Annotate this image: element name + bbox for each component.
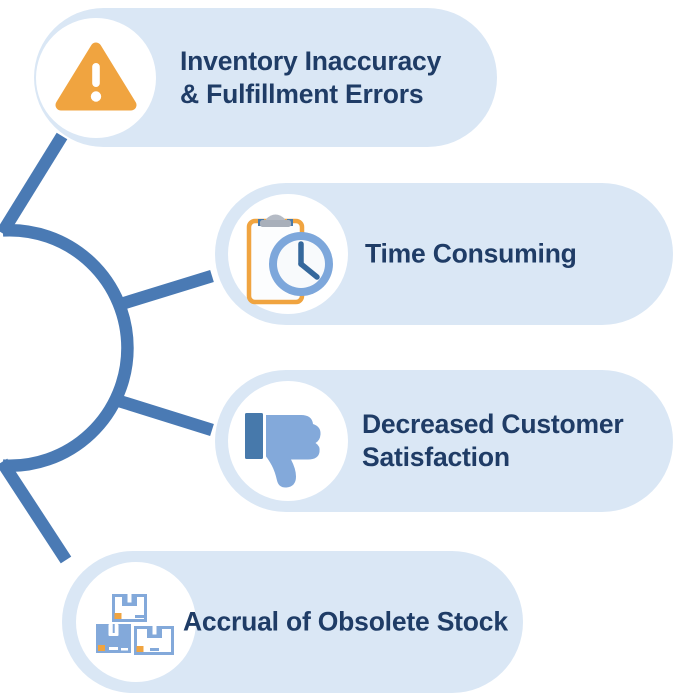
item-label: Inventory Inaccuracy & Fulfillment Error… [180, 45, 441, 111]
item-label-line: & Fulfillment Errors [180, 78, 424, 109]
box-bottom-right [134, 626, 174, 655]
item-label: Time Consuming [365, 238, 577, 271]
item-label-line: Inventory Inaccuracy [180, 45, 442, 76]
item-pill-time-consuming: Time Consuming [215, 183, 673, 325]
spoke-line-1 [0, 132, 68, 237]
stacked-boxes-icon [96, 594, 174, 655]
item-label-line: Accrual of Obsolete Stock [183, 606, 508, 637]
warning-triangle-icon [55, 42, 137, 110]
clock-icon [269, 232, 333, 296]
spoke-line-3 [114, 394, 214, 436]
item-pill-inventory-inaccuracy: Inventory Inaccuracy & Fulfillment Error… [34, 8, 497, 147]
clipboard-clock-icon [246, 214, 333, 305]
thumbs-down-icon [245, 413, 321, 488]
icon-circle [36, 17, 156, 138]
item-label-line: Time Consuming [365, 238, 577, 269]
item-pill-decreased-customer-satisfaction: Decreased Customer Satisfaction [215, 370, 673, 512]
item-label: Accrual of Obsolete Stock [183, 606, 508, 639]
item-pill-accrual-of-obsolete-stock: Accrual of Obsolete Stock [62, 551, 523, 693]
icon-circle [228, 381, 348, 501]
spoke-line-4 [0, 458, 72, 564]
icon-circle [76, 562, 196, 682]
item-label-line: Satisfaction [362, 442, 510, 472]
item-label-line: Decreased Customer [362, 409, 624, 439]
hub-arc [2, 223, 134, 473]
icon-circle [228, 194, 348, 314]
item-label: Decreased Customer Satisfaction [362, 408, 624, 474]
spoke-line-2 [116, 270, 214, 311]
box-bottom-left [96, 624, 131, 653]
box-top [112, 594, 147, 622]
